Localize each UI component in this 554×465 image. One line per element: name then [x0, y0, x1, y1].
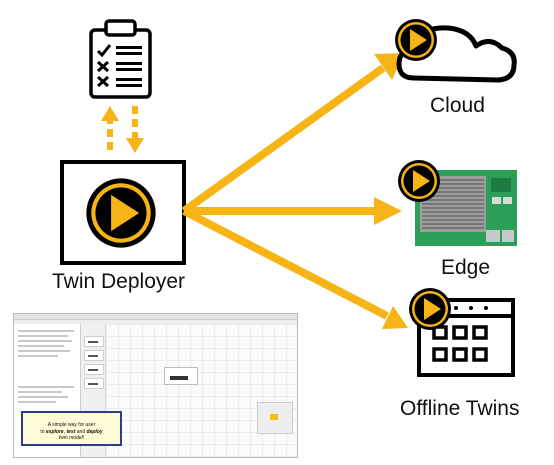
callout-to: to	[40, 428, 46, 435]
cloud-icon	[395, 19, 517, 83]
exchange-arrows	[101, 106, 144, 153]
app-screenshot-thumbnail: A simple way for user to explore, test a…	[13, 313, 298, 458]
callout-test: test	[66, 428, 76, 435]
callout-box: A simple way for user to explore, test a…	[21, 411, 122, 446]
callout-explore: explore	[45, 428, 64, 435]
deploy-arrows	[181, 53, 408, 329]
callout-deploy: deploy	[86, 428, 103, 435]
thumbnail-node	[164, 367, 198, 385]
offline-twins-label: Offline Twins	[400, 397, 520, 420]
twin-deployer-box	[60, 160, 186, 265]
edge-label: Edge	[441, 256, 491, 279]
cloud-label: Cloud	[430, 94, 485, 117]
offline-window-icon	[409, 288, 515, 377]
callout-sep: ,	[63, 428, 67, 435]
play-icon	[86, 178, 156, 248]
thumbnail-toolbar	[14, 320, 297, 324]
clipboard-checklist-icon	[89, 19, 152, 99]
twin-deployer-label: Twin Deployer	[52, 270, 186, 293]
callout-line1: A simple way for user	[47, 422, 96, 428]
thumbnail-minimap	[257, 402, 293, 434]
callout-and: and	[75, 428, 87, 435]
callout-line3: twin model!	[58, 435, 85, 441]
thumbnail-menubar	[14, 314, 297, 320]
thumbnail-canvas	[106, 324, 297, 457]
edge-board-icon	[398, 160, 517, 246]
